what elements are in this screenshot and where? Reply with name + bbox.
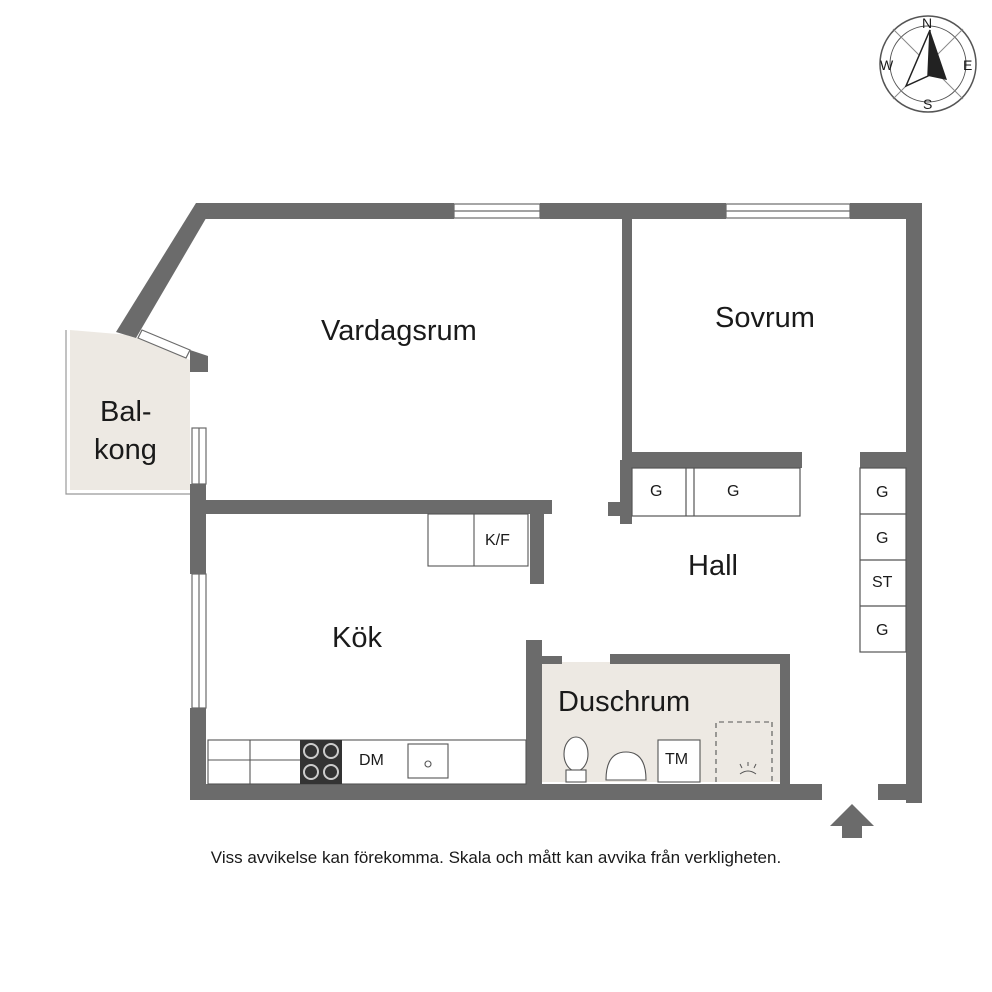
wardrobe-label-3: G <box>876 484 889 501</box>
washing-machine <box>657 739 701 783</box>
room-kok: Kök <box>332 622 382 654</box>
compass-west: W <box>880 57 894 73</box>
washing-machine-label: TM <box>665 751 689 768</box>
wardrobe-label-1: G <box>650 483 663 500</box>
disclaimer-text: Viss avvikelse kan förekomma. Skala och … <box>210 848 782 867</box>
bathroom-fixtures <box>563 721 773 783</box>
room-hall: Hall <box>688 550 738 582</box>
compass-north: N <box>922 15 933 31</box>
sink-icon <box>605 751 647 781</box>
toilet-icon <box>563 736 589 772</box>
compass-east: E <box>963 57 973 73</box>
storage-label: ST <box>872 574 893 591</box>
compass-south: S <box>923 96 933 112</box>
entrance-arrow-icon <box>830 804 874 838</box>
walls <box>116 203 922 803</box>
wardrobe-label-4: G <box>876 530 889 547</box>
windows <box>137 203 851 709</box>
kitchen-fixtures <box>207 513 529 785</box>
compass <box>879 15 977 113</box>
shower-icon <box>739 762 757 775</box>
room-duschrum: Duschrum <box>558 686 691 718</box>
fridge-freezer-label: K/F <box>485 532 510 549</box>
wardrobe-label-2: G <box>727 483 740 500</box>
room-balkong-line2: kong <box>94 434 157 466</box>
wardrobes <box>631 467 907 653</box>
room-sovrum: Sovrum <box>715 302 815 334</box>
dishwasher-label: DM <box>359 752 384 769</box>
room-vardagsrum: Vardagsrum <box>321 315 477 347</box>
room-balkong-line1: Bal- <box>100 396 152 428</box>
wardrobe-label-5: G <box>876 622 889 639</box>
stove-icon <box>300 740 342 784</box>
balkong-floor <box>70 330 190 490</box>
